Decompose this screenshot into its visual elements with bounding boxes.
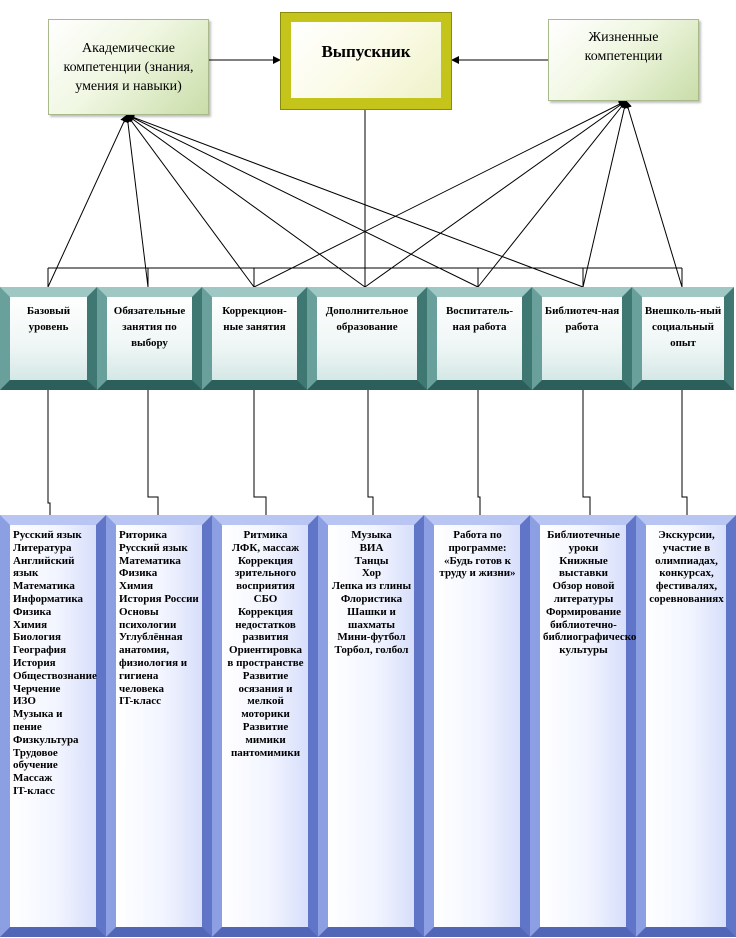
graduate-label: Выпускник [291, 22, 441, 98]
detail-list: Библиотечные уроки Книжные выставки Обзо… [540, 525, 643, 927]
category-box-upbringing: Воспитатель-ная работа [427, 287, 532, 390]
category-box-social: Внешколь-ный социальный опыт [632, 287, 734, 390]
detail-box-base: Русский язык Литература Английский язык … [0, 515, 106, 937]
detail-box-electives: Риторика Русский язык Математика Физика … [106, 515, 212, 937]
category-label: Коррекцион-ные занятия [212, 297, 297, 380]
category-label: Обязательные занятия по выбору [107, 297, 192, 380]
category-box-electives: Обязательные занятия по выбору [97, 287, 202, 390]
detail-list: Работа по программе: «Будь готов к труду… [434, 525, 520, 927]
category-label: Базовый уровень [10, 297, 87, 380]
detail-box-additional: Музыка ВИА Танцы Хор Лепка из глины Флор… [318, 515, 424, 937]
academic-competencies-box: Академические компетенции (знания, умени… [48, 19, 209, 115]
detail-list: Ритмика ЛФК, массаж Коррекция зрительног… [222, 525, 308, 927]
detail-list: Русский язык Литература Английский язык … [10, 525, 97, 927]
detail-box-social: Экскурсии, участие в олимпиадах, конкурс… [636, 515, 736, 937]
category-box-correction: Коррекцион-ные занятия [202, 287, 307, 390]
life-competencies-box: Жизненные компетенции [548, 19, 699, 101]
category-label: Воспитатель-ная работа [437, 297, 522, 380]
graduate-box: Выпускник [280, 12, 452, 110]
detail-list: Экскурсии, участие в олимпиадах, конкурс… [646, 525, 726, 927]
category-label: Внешколь-ный социальный опыт [642, 297, 724, 380]
detail-box-upbringing: Работа по программе: «Будь готов к труду… [424, 515, 530, 937]
category-label: Библиотеч-ная работа [542, 297, 622, 380]
detail-list: Риторика Русский язык Математика Физика … [116, 525, 202, 927]
category-label: Дополнительное образование [317, 297, 417, 380]
category-box-base: Базовый уровень [0, 287, 97, 390]
detail-box-library: Библиотечные уроки Книжные выставки Обзо… [530, 515, 643, 937]
life-competencies-label: Жизненные компетенции [584, 30, 663, 64]
category-box-library: Библиотеч-ная работа [532, 287, 632, 390]
detail-list: Музыка ВИА Танцы Хор Лепка из глины Флор… [328, 525, 414, 927]
detail-box-correction: Ритмика ЛФК, массаж Коррекция зрительног… [212, 515, 318, 937]
academic-competencies-label: Академические компетенции (знания, умени… [63, 40, 194, 94]
category-box-additional: Дополнительное образование [307, 287, 427, 390]
